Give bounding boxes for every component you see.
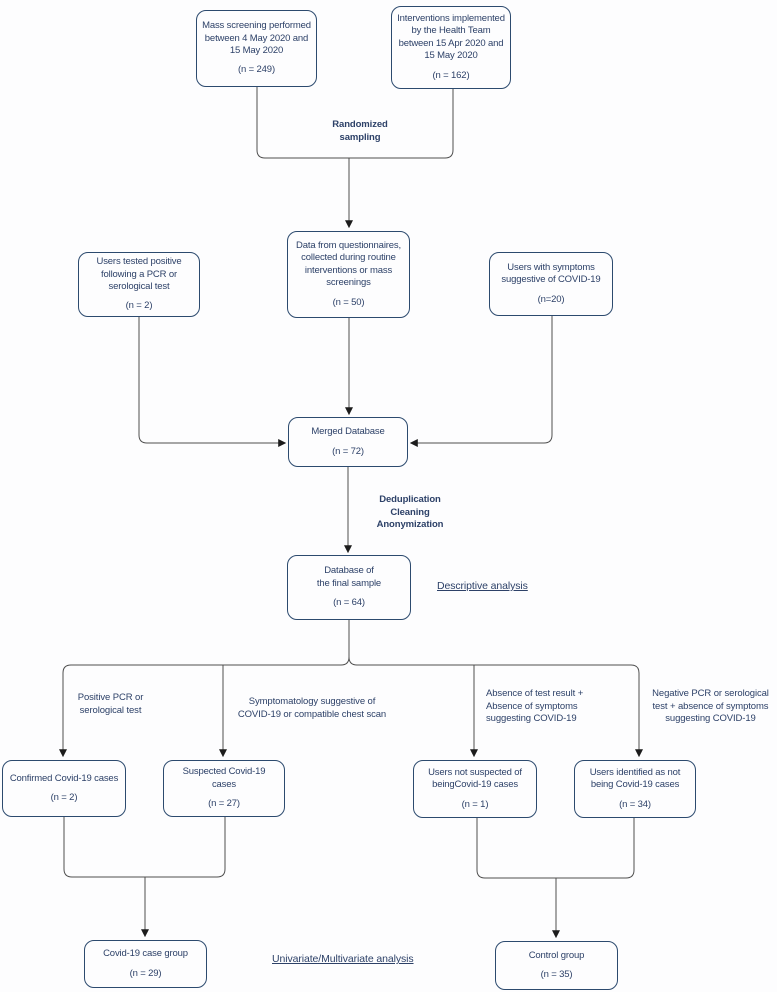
node-merged-database: Merged Database (n = 72) [288, 417, 408, 467]
node-interventions: Interventions implemented by the Health … [391, 6, 511, 89]
node-suspected-cases: Suspected Covid-19 cases (n = 27) [163, 760, 285, 817]
node-interventions-text: Interventions implemented by the Health … [397, 13, 505, 62]
connector-branch-right [348, 620, 643, 758]
connector-symptoms-to-merged [409, 316, 553, 447]
label-negative-pcr: Negative PCR or serological test + absen… [652, 688, 769, 725]
connector-notsuspected-merge [476, 818, 556, 879]
connector-mass-to-merge [256, 87, 349, 159]
node-interventions-count: (n = 162) [432, 69, 470, 81]
node-identified-not-cases-text: Users identified as not being Covid-19 c… [589, 766, 681, 791]
node-case-group: Covid-19 case group (n = 29) [84, 940, 207, 988]
node-tested-positive: Users tested positive following a PCR or… [78, 252, 200, 317]
label-symptomatology: Symptomatology suggestive of COVID-19 or… [237, 696, 387, 720]
node-questionnaires: Data from questionnaires, collected duri… [287, 231, 410, 318]
label-univariate-analysis: Univariate/Multivariate analysis [272, 953, 414, 965]
node-symptoms-count: (n=20) [537, 293, 565, 305]
node-case-group-text: Covid-19 case group [103, 948, 188, 960]
node-confirmed-cases: Confirmed Covid-19 cases (n = 2) [2, 760, 126, 817]
node-merged-database-count: (n = 72) [332, 445, 364, 457]
node-control-group-count: (n = 35) [540, 969, 573, 980]
node-tested-positive-text: Users tested positive following a PCR or… [96, 256, 182, 292]
node-not-suspected: Users not suspected of beingCovid-19 cas… [413, 760, 537, 818]
node-final-sample-count: (n = 64) [333, 597, 365, 609]
node-not-suspected-text: Users not suspected of beingCovid-19 cas… [428, 766, 522, 791]
node-suspected-cases-text: Suspected Covid-19 cases [182, 766, 266, 790]
connector-suspected-merge [145, 817, 226, 878]
node-mass-screening: Mass screening performed between 4 May 2… [196, 10, 317, 87]
node-control-group: Control group (n = 35) [495, 941, 618, 990]
node-confirmed-cases-text: Confirmed Covid-19 cases [9, 772, 119, 784]
node-mass-screening-count: (n = 249) [238, 64, 275, 76]
node-symptoms-text: Users with symptoms suggestive of COVID-… [501, 261, 601, 286]
label-descriptive-analysis: Descriptive analysis [437, 580, 528, 592]
node-identified-not-cases: Users identified as not being Covid-19 c… [574, 760, 696, 818]
node-not-suspected-count: (n = 1) [461, 798, 489, 810]
label-randomized-sampling: Randomized sampling [332, 119, 388, 143]
node-merged-database-text: Merged Database [311, 426, 385, 438]
connector-interv-to-merge [349, 89, 454, 159]
label-dedup-cleaning-anonymization: Deduplication Cleaning Anonymization [376, 494, 444, 531]
node-identified-not-cases-count: (n = 34) [619, 798, 651, 810]
label-positive-pcr: Positive PCR or serological test [77, 692, 144, 716]
node-confirmed-cases-count: (n = 2) [50, 792, 78, 803]
connector-identified-merge [556, 818, 635, 879]
node-control-group-text: Control group [528, 949, 585, 961]
node-questionnaires-text: Data from questionnaires, collected duri… [295, 240, 402, 289]
node-final-sample-text: Database of the final sample [316, 565, 382, 589]
node-final-sample: Database of the final sample (n = 64) [287, 555, 411, 620]
label-absence: Absence of test result + Absence of symp… [486, 688, 584, 725]
node-tested-positive-count: (n = 2) [125, 300, 153, 312]
node-questionnaires-count: (n = 50) [332, 296, 365, 308]
node-suspected-cases-count: (n = 27) [208, 798, 240, 810]
node-symptoms: Users with symptoms suggestive of COVID-… [489, 252, 613, 316]
connector-tested-to-merged [138, 317, 287, 447]
node-mass-screening-text: Mass screening performed between 4 May 2… [202, 20, 311, 56]
connector-confirmed-merge [63, 817, 145, 878]
connector-branch-left [59, 620, 350, 758]
node-case-group-count: (n = 29) [129, 967, 162, 979]
